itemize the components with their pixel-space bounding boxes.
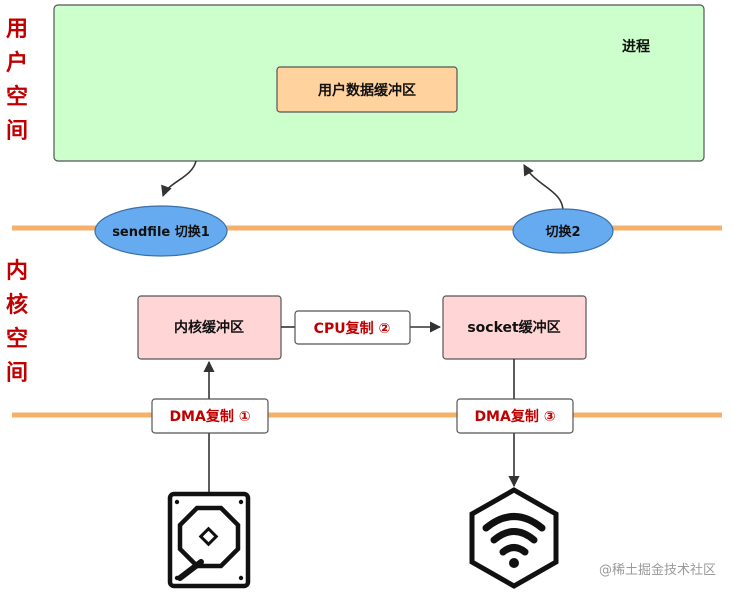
user-space-char: 用 bbox=[6, 17, 28, 42]
kernel-space-char: 间 bbox=[6, 361, 28, 386]
cpu-copy-label: CPU复制 ② bbox=[314, 320, 391, 337]
switch-1-label: sendfile 切换1 bbox=[112, 224, 210, 240]
switch-2-arrow bbox=[523, 164, 564, 211]
wifi-icon bbox=[469, 487, 559, 589]
socket-buffer-label: socket缓冲区 bbox=[467, 319, 560, 336]
switch-1-ellipse bbox=[94, 205, 228, 257]
watermark: @稀土掘金技术社区 bbox=[599, 562, 716, 578]
user-space-char: 户 bbox=[6, 50, 28, 76]
user-space-label: 用 户 空 间 bbox=[6, 17, 28, 144]
process-title: 进程 bbox=[622, 39, 650, 55]
dma-copy-3-label: DMA复制 ③ bbox=[474, 408, 555, 425]
switch-1-arrow bbox=[161, 160, 197, 198]
user-buffer-box bbox=[276, 66, 458, 113]
kernel-buffer-label: 内核缓冲区 bbox=[174, 319, 244, 336]
user-buffer-label: 用户数据缓冲区 bbox=[318, 82, 416, 99]
dma-copy-3-box bbox=[456, 398, 574, 434]
user-space-char: 空 bbox=[6, 84, 28, 110]
user-space-char: 间 bbox=[6, 119, 28, 144]
dma-copy-1-label: DMA复制 ① bbox=[169, 408, 250, 425]
kernel-space-char: 内 bbox=[6, 259, 28, 284]
hard-disk-icon bbox=[167, 491, 251, 589]
cpu-copy-box bbox=[294, 310, 411, 345]
dma-copy-1-box bbox=[151, 398, 269, 434]
switch-2-ellipse bbox=[512, 208, 614, 254]
kernel-space-label: 内 核 空 间 bbox=[6, 259, 28, 386]
switch-2-label: 切换2 bbox=[545, 224, 580, 240]
kernel-space-char: 核 bbox=[6, 292, 28, 318]
kernel-space-char: 空 bbox=[6, 326, 28, 352]
